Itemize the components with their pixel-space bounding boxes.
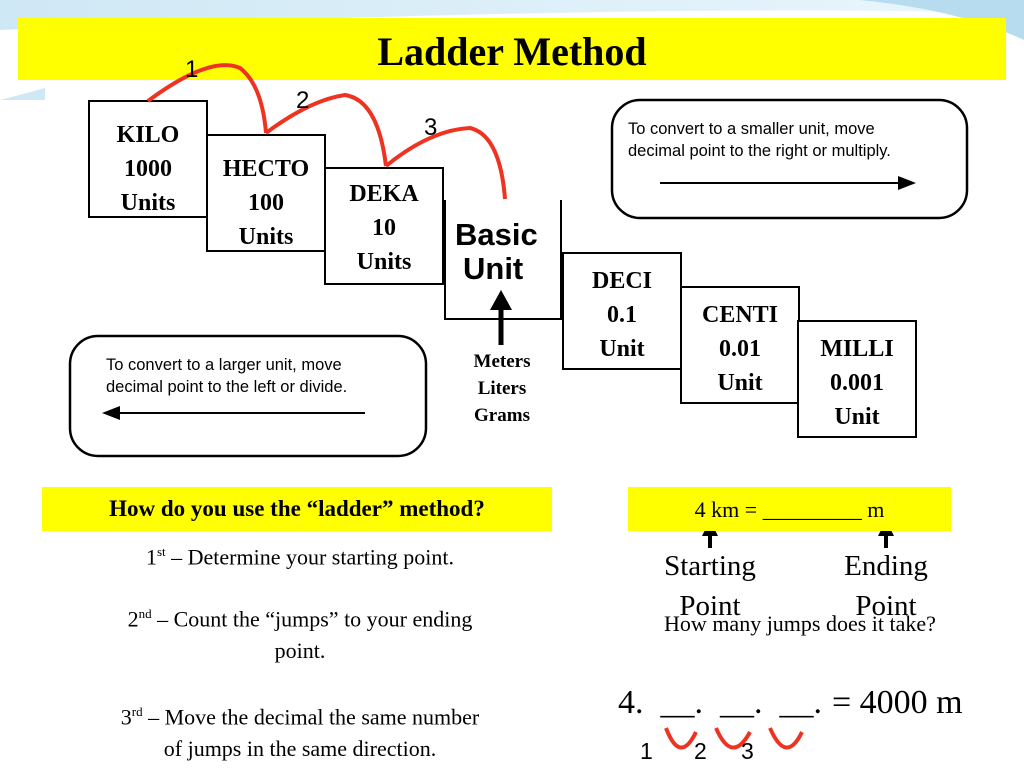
step-name: HECTO [222,156,310,182]
step-3: 3rd – Move the decimal the same number o… [50,696,550,765]
smaller-note-line: To convert to a smaller unit, move [628,120,875,138]
step-unit: Unit [717,370,763,396]
ladder-step-centi: CENTI 0.01 Unit [680,286,800,404]
step-value: 0.1 [607,302,637,328]
step-2-num: 2 [127,606,139,632]
step-name: DECI [591,268,652,294]
unit-word: Unit [463,251,524,286]
basic-unit-label: Basic Unit [455,218,538,286]
ladder-step-milli: MILLI 0.001 Unit [797,320,917,438]
step-name: CENTI [701,302,779,328]
step-3-num: 3 [120,704,132,730]
step-3-text-cont: of jumps in the same direction. [163,736,437,762]
larger-note-line: To convert to a larger unit, move [106,356,342,374]
step-3-text: – Move the decimal the same number [142,704,480,730]
example-result: = 4000 m [832,684,963,721]
example-jump-num-2: 2 [694,738,707,764]
example-jump-num-1: 1 [640,738,653,764]
step-name: DEKA [349,181,419,207]
step-value: 100 [248,190,284,216]
step-1-text: – Determine your starting point. [165,544,455,570]
basic-units-list: Meters Liters Grams [452,348,552,429]
starting-point-label: Starting Point [640,546,780,626]
step-value: 10 [372,215,396,241]
step-unit: Units [356,249,412,275]
starting-label-line: Point [679,590,741,622]
ladder-step-deci: DECI 0.1 Unit [562,252,682,370]
step-unit: Unit [834,404,880,430]
step-name: MILLI [820,336,894,362]
page-title: Ladder Method [377,29,647,74]
starting-label-line: Starting [664,550,756,582]
ending-label-line: Ending [844,550,928,582]
ending-point-label: Ending Point [816,546,956,626]
basic-unit-liters: Liters [477,378,527,399]
step-2-text: – Count the “jumps” to your ending [151,606,473,632]
equation-highlight [628,487,951,531]
example-equation: 4 km = _________ m [694,497,885,522]
step-unit: Units [238,224,294,250]
basic-unit-grams: Grams [474,405,530,426]
step-3-sup: rd [131,704,143,719]
example-work: 4. __. __. __. [618,684,822,721]
question-highlight [42,487,552,531]
step-2-text-cont: point. [274,638,326,664]
step-value: 0.001 [830,370,884,396]
jump-number-3: 3 [424,114,438,141]
larger-note-line: decimal point to the left or divide. [106,378,348,396]
step-value: 0.01 [719,336,761,362]
step-2-sup: nd [138,606,152,621]
step-1: 1st – Determine your starting point. [50,536,550,573]
step-unit: Units [120,190,176,216]
step-1-num: 1 [145,544,157,570]
step-1-sup: st [156,544,166,559]
step-value: 1000 [124,156,172,182]
step-name: KILO [116,122,180,148]
jump-number-2: 2 [296,87,310,114]
step-2: 2nd – Count the “jumps” to your ending p… [50,598,550,667]
smaller-note-text: To convert to a smaller unit, move decim… [628,118,891,162]
step-unit: Unit [599,336,645,362]
ladder-step-hecto: HECTO 100 Units [206,134,326,252]
basic-word: Basic [455,217,538,252]
example-jump-num-3: 3 [741,738,754,764]
jump-number-1: 1 [185,56,199,83]
jumps-question: How many jumps does it take? [664,611,936,636]
smaller-note-line: decimal point to the right or multiply. [628,142,891,160]
basic-unit-meters: Meters [473,351,531,372]
ladder-step-deka: DEKA 10 Units [324,167,444,285]
ending-label-line: Point [855,590,917,622]
ladder-step-kilo: KILO 1000 Units [88,100,208,218]
question-text: How do you use the “ladder” method? [109,496,485,521]
larger-note-text: To convert to a larger unit, move decima… [106,354,347,398]
